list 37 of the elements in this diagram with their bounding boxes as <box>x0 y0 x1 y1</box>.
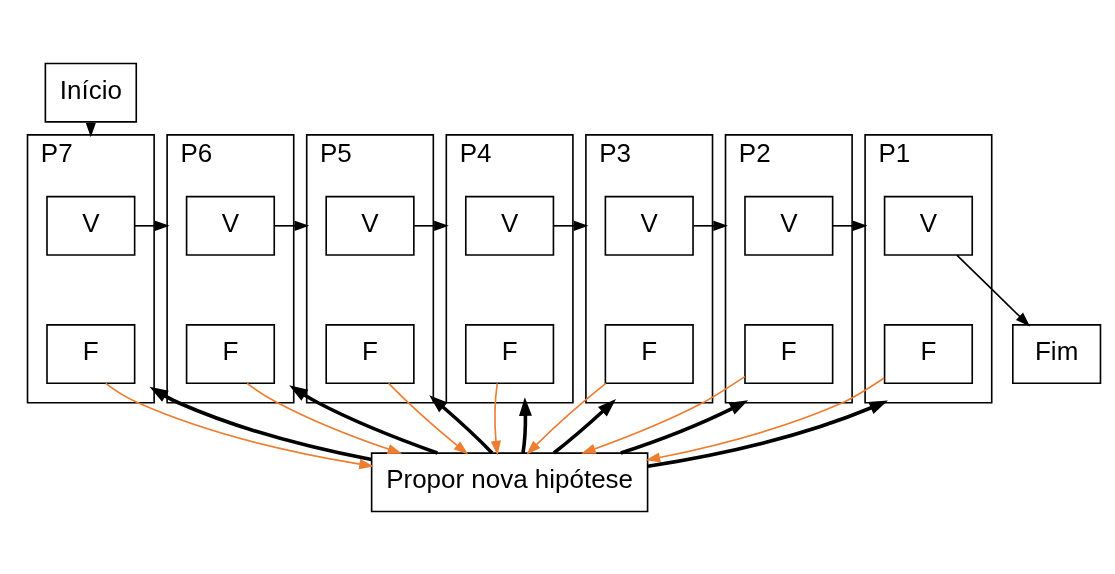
node-box: V <box>465 195 555 256</box>
arrow <box>581 375 746 454</box>
node-box: F <box>46 323 136 384</box>
node-box: V <box>883 195 974 256</box>
arrow <box>526 382 607 455</box>
node-box: F <box>883 323 974 384</box>
arrow <box>134 220 170 231</box>
node-box: V <box>185 195 276 256</box>
node-box: Propor nova hipótese <box>370 451 649 512</box>
arrow <box>552 220 589 231</box>
arrow <box>429 394 494 454</box>
node-box: F <box>185 323 276 384</box>
arrow <box>519 396 532 453</box>
node-box: Fim <box>1012 323 1102 384</box>
arrow <box>647 400 888 468</box>
node-box: F <box>744 323 834 384</box>
node-box: V <box>325 195 415 256</box>
node-box: V <box>46 195 136 256</box>
node-box: F <box>604 323 694 384</box>
arrow <box>387 382 469 455</box>
arrow <box>490 382 501 455</box>
arrow <box>413 220 449 231</box>
arrow <box>246 382 403 454</box>
arrow <box>289 384 438 455</box>
arrow <box>273 220 310 231</box>
arrow <box>645 376 885 462</box>
arrow <box>552 398 616 454</box>
arrow <box>832 220 868 231</box>
arrow <box>104 382 374 469</box>
arrow <box>692 220 728 231</box>
arrow <box>620 399 749 455</box>
node-box: V <box>604 195 694 256</box>
node-box: V <box>744 195 834 256</box>
node-box: F <box>325 323 415 384</box>
arrow <box>149 386 372 461</box>
arrow <box>956 253 1031 326</box>
node-box: F <box>465 323 555 384</box>
